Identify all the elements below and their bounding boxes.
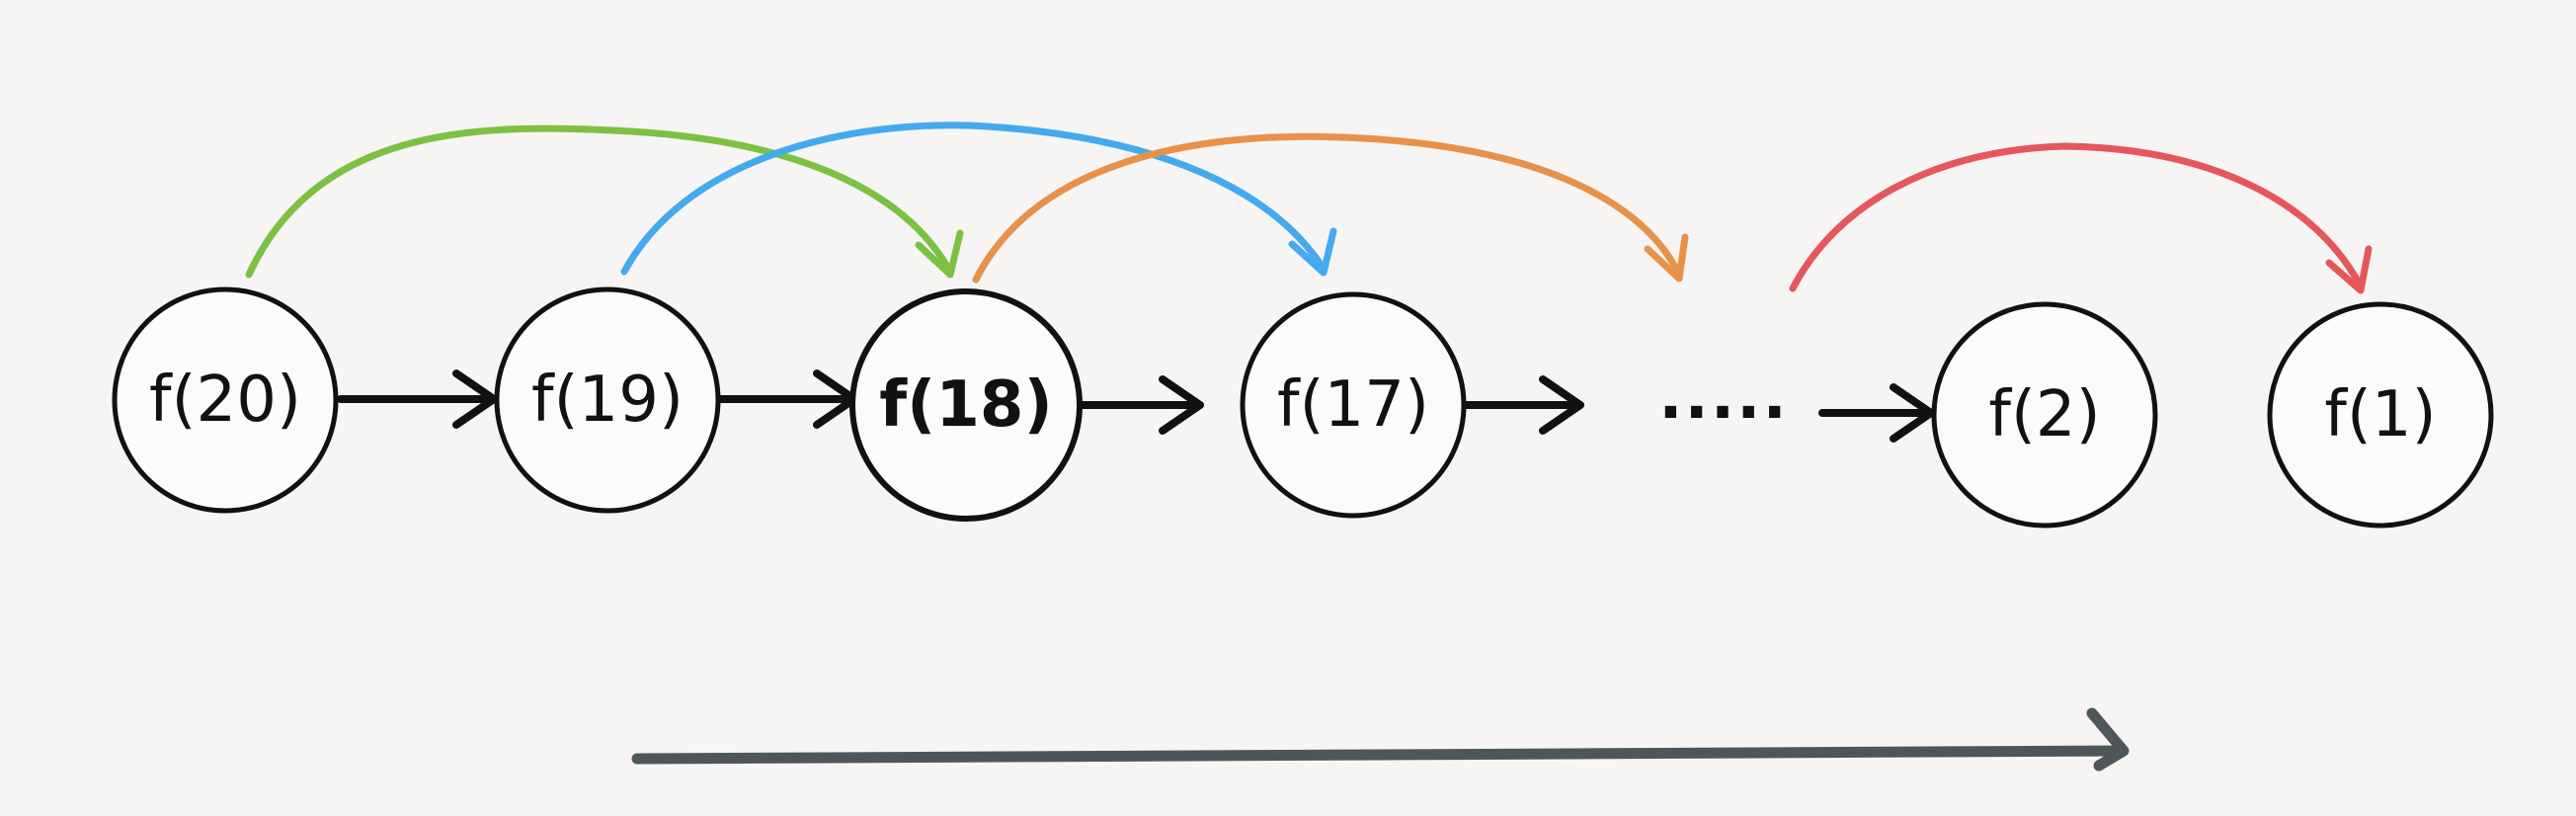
node-circle [112,286,339,514]
node-f20: f(20) [112,286,339,514]
node-label: f(17) [1277,368,1429,442]
arc-orange [972,132,1683,284]
arrow-17-next [1463,375,1584,435]
node-label: f(1) [2324,378,2436,451]
arc-red [1789,142,2365,292]
arrow-18-17 [1075,375,1204,435]
arrow-dots-2 [1818,383,1935,443]
node-f1: f(1) [2267,301,2494,529]
node-f17: f(17) [1240,291,1467,519]
direction-arrow [631,707,2130,772]
ellipsis-text: ..... [1658,361,1789,434]
arc-orange-head [1644,233,1689,283]
arrow-19-18 [717,369,858,429]
node-f18: f(18) [849,288,1083,522]
node-label: f(18) [879,368,1052,442]
arrow-20-19 [337,369,498,429]
node-f2: f(2) [1931,301,2158,529]
node-circle [849,288,1083,522]
node-label: f(19) [531,364,684,437]
node-circle [2267,301,2494,529]
arc-green-head [915,229,964,279]
arc-blue-head [1288,227,1337,277]
node-label: f(20) [149,364,301,437]
arc-blue [620,122,1328,276]
node-f19: f(19) [494,286,721,514]
chain-arrows [337,369,1935,443]
skip-arcs [245,122,2373,294]
arc-red-head [2325,245,2373,294]
node-circle [494,286,721,514]
arc-green [245,124,954,279]
node-label: f(2) [1988,378,2100,451]
node-circle [1240,291,1467,519]
node-circle [1931,301,2158,529]
